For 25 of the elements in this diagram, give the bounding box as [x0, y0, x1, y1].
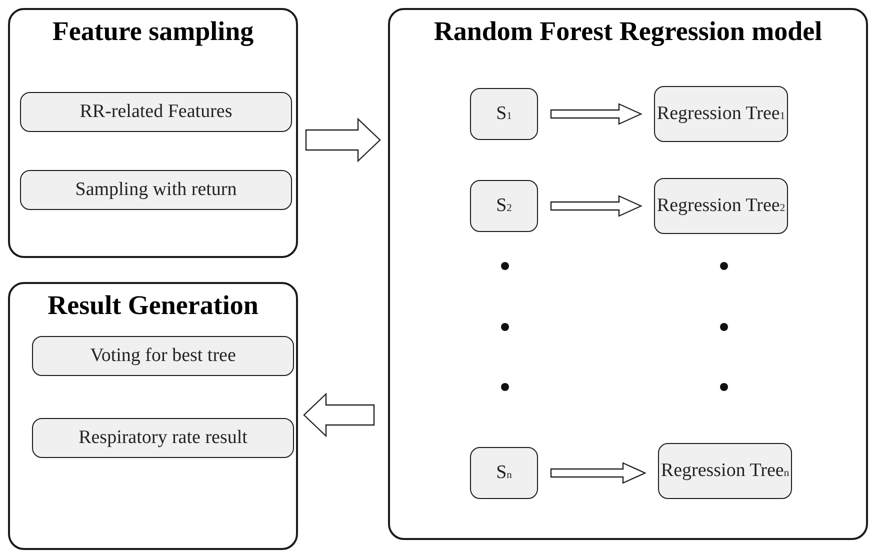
block-arrow [550, 103, 642, 125]
panel-title: Random Forest Regression model [434, 16, 822, 47]
box-label: Respiratory rate result [78, 427, 248, 449]
process-box [32, 418, 294, 458]
block-arrow [550, 462, 646, 484]
process-box [470, 447, 538, 499]
group-panel [8, 282, 298, 550]
process-box [470, 180, 538, 232]
process-box [470, 88, 538, 140]
block-arrow [303, 392, 375, 438]
block-arrow [305, 118, 381, 162]
group-panel [8, 8, 298, 258]
process-box [658, 443, 792, 499]
process-box [654, 86, 788, 142]
box-label: Voting for best tree [90, 345, 236, 367]
panel-title: Result Generation [48, 290, 258, 321]
box-label: RR-related Features [80, 101, 232, 123]
process-box [32, 336, 294, 376]
box-label: Sampling with return [75, 179, 237, 201]
process-box [654, 178, 788, 234]
group-panel [388, 8, 868, 540]
panel-title: Feature sampling [52, 16, 254, 47]
process-box [20, 170, 292, 210]
process-box [20, 92, 292, 132]
block-arrow [550, 195, 642, 217]
